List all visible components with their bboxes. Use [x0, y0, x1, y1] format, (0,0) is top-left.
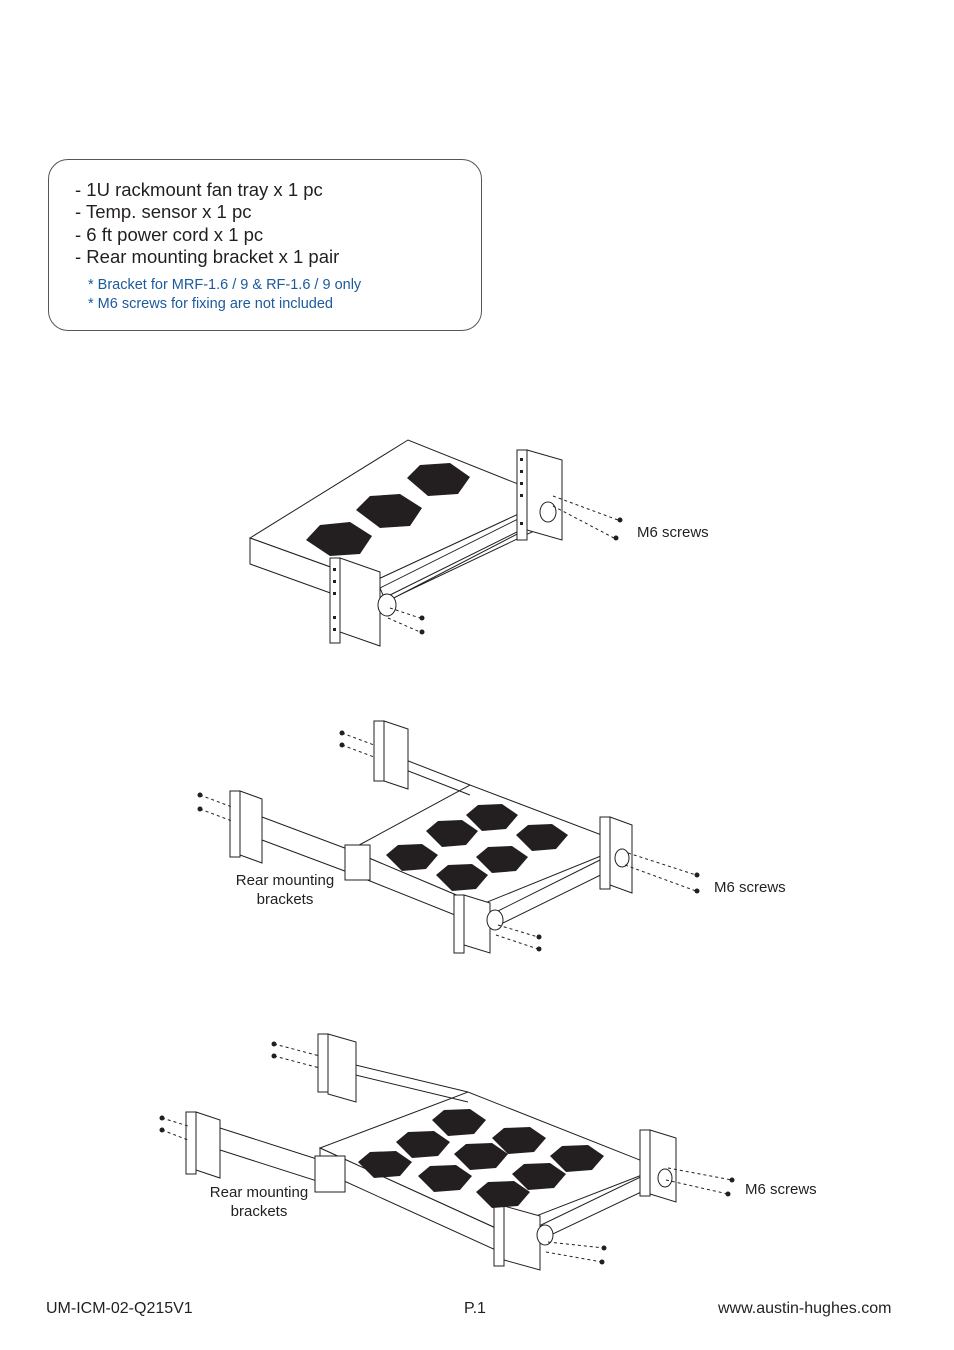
footer-website: www.austin-hughes.com — [718, 1300, 892, 1317]
package-contents-box — [48, 159, 482, 331]
contents-item-rear-bracket: - Rear mounting bracket x 1 pair — [75, 246, 340, 267]
footer-page-number: P.1 — [464, 1300, 486, 1317]
figure-1-fan-tray-front-mount — [0, 430, 623, 660]
contents-item-temp-sensor: - Temp. sensor x 1 pc — [75, 201, 252, 222]
contents-item-fan-tray: - 1U rackmount fan tray x 1 pc — [75, 179, 323, 200]
note-screws: * M6 screws for fixing are not included — [88, 296, 333, 312]
figure-2-bracket-label: Rear mounting brackets — [235, 872, 335, 908]
figure-2-screws-label: M6 screws — [714, 879, 786, 896]
footer-doc-id: UM-ICM-02-Q215V1 — [46, 1300, 193, 1317]
figure-3-screws-label: M6 screws — [745, 1181, 817, 1198]
contents-item-power-cord: - 6 ft power cord x 1 pc — [75, 224, 264, 245]
note-bracket: * Bracket for MRF-1.6 / 9 & RF-1.6 / 9 o… — [88, 277, 362, 293]
figure-2-rear-brackets-6-fan — [197, 715, 700, 960]
figure-1-screws-label: M6 screws — [637, 524, 709, 541]
figure-3-bracket-label: Rear mounting brackets — [209, 1184, 309, 1220]
figure-3-rear-brackets-8-fan — [159, 1030, 735, 1275]
